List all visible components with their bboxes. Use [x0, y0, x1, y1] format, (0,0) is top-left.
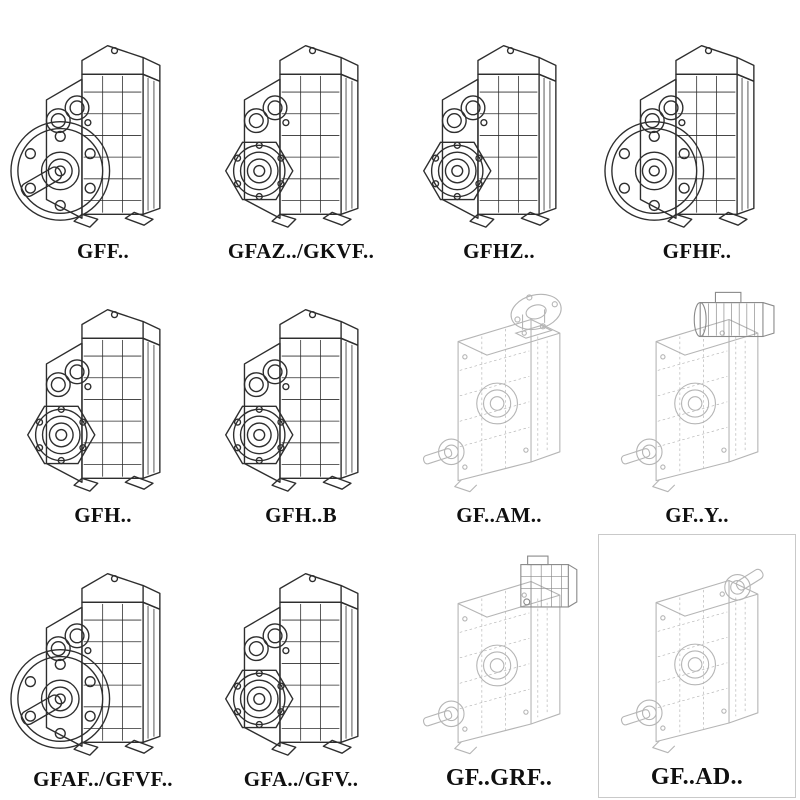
gearbox-cell-gf-y: GF..Y.. [598, 270, 796, 534]
flange-output-gear-unit-icon [10, 45, 161, 228]
gearbox-label: GF..Y.. [665, 503, 729, 527]
foot-mounted-gear-unit-icon [225, 309, 359, 492]
gear-unit-with-input-flange-icon [422, 289, 566, 493]
gear-unit-with-motor-icon [620, 291, 775, 493]
gearbox-label: GF..GRF.. [445, 765, 553, 791]
gearbox-cell-gff: GFF.. [4, 6, 202, 270]
gearbox-label: GFAF../GFVF.. [33, 767, 173, 791]
gearbox-label: GFHF.. [662, 239, 732, 263]
gearbox-cell-gfaz-gkvf: GFAZ../GKVF.. [202, 6, 400, 270]
gearbox-label: GF..AM.. [456, 503, 542, 527]
gearbox-label: GFH..B [265, 503, 337, 527]
gearbox-label: GFAZ../GKVF.. [227, 239, 375, 263]
hollow-shaft-gear-unit-icon [225, 45, 359, 228]
gearbox-label: GFHZ.. [463, 239, 535, 263]
foot-mounted-gear-unit-icon [27, 309, 161, 492]
gearbox-label: GFH.. [74, 503, 132, 527]
gearbox-cell-gfhf: GFHF.. [598, 6, 796, 270]
gear-unit-with-adapter-icon [422, 555, 578, 755]
gear-unit-with-input-shaft-icon [620, 567, 766, 754]
gearbox-cell-gfh-b: GFH..B [202, 270, 400, 534]
gearbox-label: GFF.. [76, 239, 130, 263]
gearbox-cell-gf-ad: GF..AD.. [598, 534, 796, 798]
gearbox-cell-gfaf-gfvf: GFAF../GFVF.. [4, 534, 202, 798]
hollow-shaft-gear-unit-icon [225, 573, 359, 756]
gearbox-cell-gf-am: GF..AM.. [400, 270, 598, 534]
gearbox-label: GF..AD.. [650, 764, 744, 790]
hollow-shaft-gear-unit-icon [423, 45, 557, 228]
flange-output-gear-unit-icon [10, 573, 161, 756]
gearbox-label: GFA../GFV.. [243, 767, 359, 791]
flange-gear-unit-icon [604, 45, 755, 228]
gearbox-cell-gfa-gfv: GFA../GFV.. [202, 534, 400, 798]
gearbox-cell-gfhz: GFHZ.. [400, 6, 598, 270]
gearbox-cell-gf-grf: GF..GRF.. [400, 534, 598, 798]
gearbox-cell-gfh: GFH.. [4, 270, 202, 534]
